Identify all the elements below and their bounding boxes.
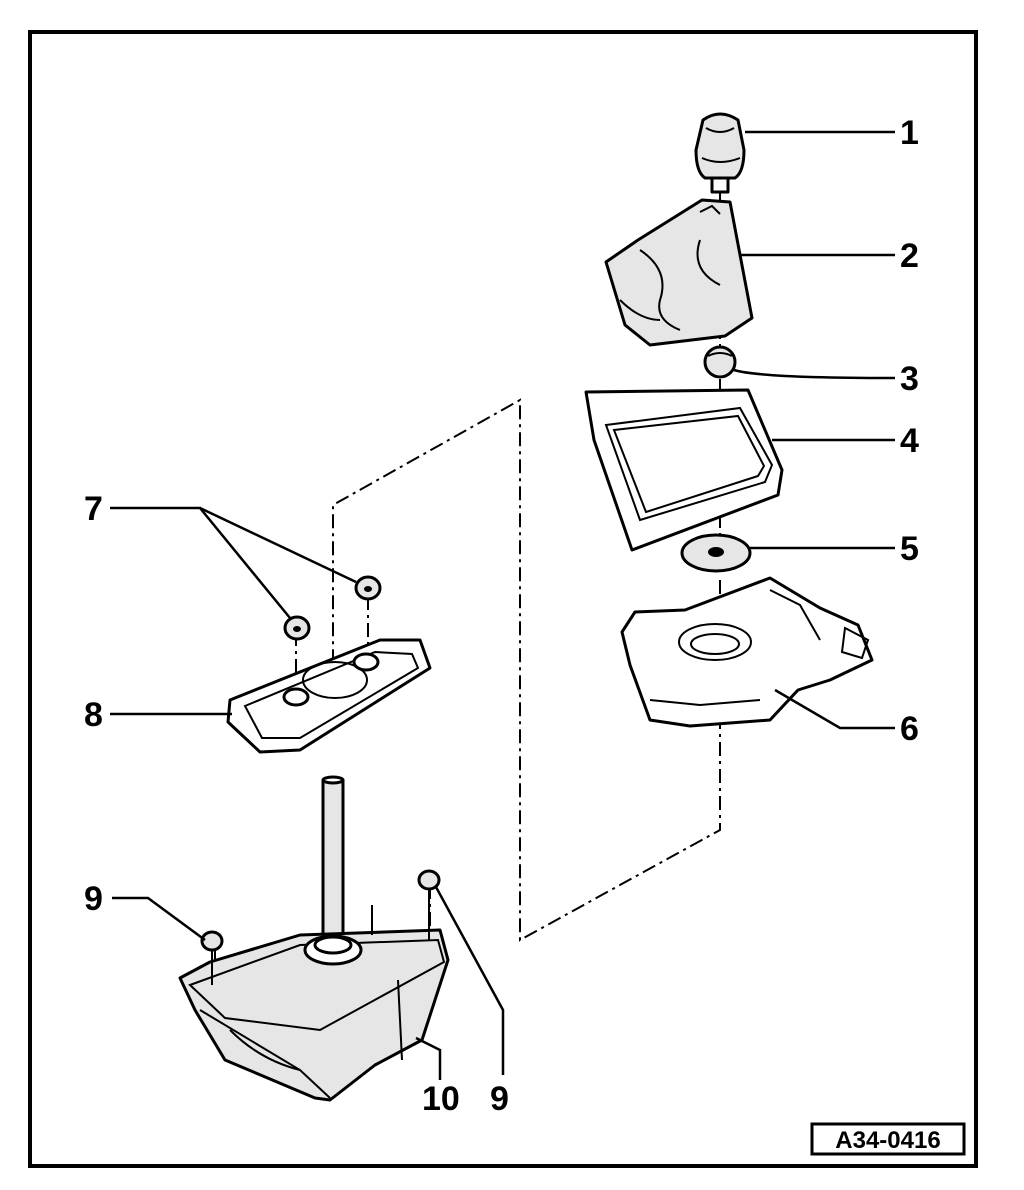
callout-6: 6 [900,710,919,748]
callout-4: 4 [900,422,919,460]
diagram-frame [28,30,978,1168]
trim-frame [584,388,784,552]
reference-code-box: A34-0416 [810,1122,966,1156]
lever-housing [178,890,450,1102]
callout-5: 5 [900,530,919,568]
callout-2: 2 [900,237,919,275]
leader-lines [110,130,896,1080]
callout-9-right: 9 [490,1080,509,1118]
ball-bushing [703,345,737,379]
callout-7: 7 [84,490,103,528]
reference-code: A34-0416 [835,1127,940,1154]
shift-rod [321,775,345,942]
shift-knob [694,112,746,194]
washer [680,533,752,573]
callout-labels: 1 2 3 4 5 6 7 8 9 9 10 [84,114,919,1118]
callout-1: 1 [900,114,919,152]
callout-8: 8 [84,696,103,734]
callout-10: 10 [422,1080,460,1118]
callout-3: 3 [900,360,919,398]
callout-9-left: 9 [84,880,103,918]
cover-plate [620,576,874,728]
plate-nuts [283,575,382,641]
gear-lever-boot [604,198,754,347]
guide-plate [226,638,432,754]
